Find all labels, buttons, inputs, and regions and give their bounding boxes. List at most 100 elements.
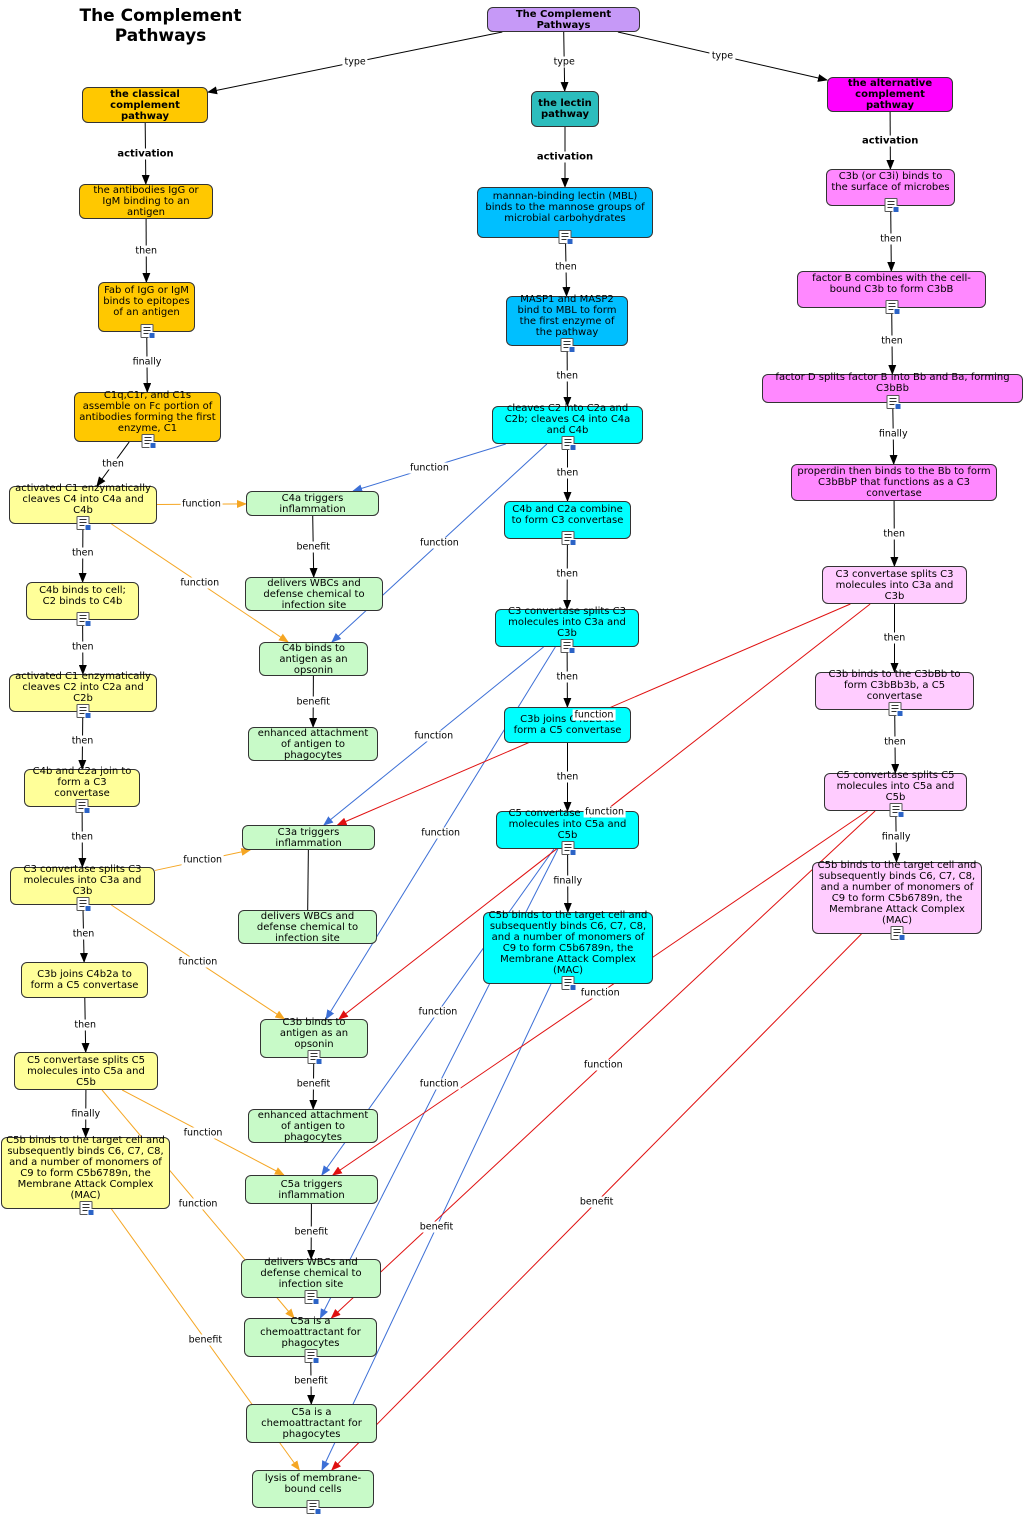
- document-icon[interactable]: [886, 395, 901, 410]
- edge-label: function: [176, 1198, 220, 1210]
- edge-label: type: [709, 50, 736, 62]
- node-g4[interactable]: enhanced attachment of antigen to phagoc…: [248, 727, 378, 761]
- node-cy5[interactable]: C3 convertase splits C3 molecules into C…: [10, 864, 155, 912]
- edge-label: function: [181, 854, 225, 866]
- node-label: the classical complement pathway: [110, 88, 180, 122]
- document-icon[interactable]: [560, 639, 576, 654]
- node-g3[interactable]: C4b binds to antigen as an opsonin: [259, 642, 368, 676]
- node-g7[interactable]: C3b binds to antigen as an opsonin: [260, 1016, 368, 1065]
- node-q4[interactable]: C5b binds to the target cell and subsequ…: [812, 860, 982, 941]
- node-cy8[interactable]: C5b binds to the target cell and subsequ…: [1, 1135, 170, 1216]
- document-icon[interactable]: [76, 704, 92, 719]
- node-g8[interactable]: enhanced attachment of antigen to phagoc…: [248, 1109, 378, 1143]
- node-g12[interactable]: C5a is a chemoattractant for phagocytes: [246, 1404, 377, 1443]
- document-icon[interactable]: [885, 300, 900, 315]
- document-icon[interactable]: [304, 1290, 320, 1305]
- node-alt[interactable]: the alternative complement pathway: [827, 77, 953, 112]
- document-icon[interactable]: [884, 198, 899, 213]
- node-cl3[interactable]: C1q,C1r, and C1s assemble on Fc portion …: [74, 389, 221, 449]
- node-label: C5 convertase splits C5 molecules into C…: [26, 1054, 146, 1088]
- edge-label: function: [583, 806, 626, 817]
- node-t2[interactable]: C4b and C2a combine to form C3 convertas…: [504, 501, 631, 546]
- node-label: delivers WBCs and defense chemical to in…: [260, 1256, 362, 1290]
- document-icon[interactable]: [141, 434, 156, 449]
- node-t3[interactable]: C3 convertase splits C3 molecules into C…: [495, 606, 639, 654]
- node-q2[interactable]: C3b binds to the C3bBb to form C3bBb3b, …: [815, 669, 974, 717]
- edge-label: finally: [130, 356, 164, 368]
- node-label: C5a is a chemoattractant for phagocytes: [261, 1407, 362, 1440]
- node-label: C3b joins C4b2a to form a C5 convertase: [513, 714, 622, 736]
- node-g9[interactable]: C5a triggers inflammation: [245, 1175, 378, 1204]
- document-icon[interactable]: [560, 338, 576, 353]
- node-lectin[interactable]: the lectin pathway: [531, 91, 599, 127]
- node-q3[interactable]: C5 convertase splits C5 molecules into C…: [824, 770, 967, 818]
- node-g6[interactable]: delivers WBCs and defense chemical to in…: [238, 910, 377, 944]
- document-icon[interactable]: [76, 897, 91, 912]
- node-cy6[interactable]: C3b joins C4b2a to form a C5 convertase: [21, 962, 148, 998]
- edge-label: then: [69, 547, 96, 559]
- node-g1[interactable]: C4a triggers inflammation: [246, 491, 379, 516]
- node-cy7[interactable]: C5 convertase splits C5 molecules into C…: [14, 1052, 158, 1090]
- document-icon[interactable]: [890, 926, 906, 941]
- document-icon[interactable]: [76, 516, 92, 531]
- node-root[interactable]: The Complement Pathways: [487, 7, 640, 32]
- document-icon[interactable]: [79, 1201, 94, 1216]
- node-t1[interactable]: cleaves C2 into C2a and C2b; cleaves C4 …: [492, 403, 643, 451]
- node-p4[interactable]: properdin then binds to the Bb to form C…: [791, 464, 997, 501]
- node-g2[interactable]: delivers WBCs and defense chemical to in…: [245, 577, 383, 611]
- node-t6[interactable]: C5b binds to the target cell and subsequ…: [483, 910, 653, 991]
- edge-label: function: [180, 498, 223, 510]
- node-label: C3 convertase splits C3 molecules into C…: [23, 864, 142, 897]
- node-label: C4b binds to cell; C2 binds to C4b: [39, 584, 126, 607]
- document-icon[interactable]: [306, 1500, 322, 1515]
- document-icon[interactable]: [889, 803, 904, 818]
- document-icon[interactable]: [304, 1349, 319, 1364]
- node-cy2[interactable]: C4b binds to cell; C2 binds to C4b: [26, 582, 139, 627]
- node-cy3[interactable]: activated C1 enzymatically cleaves C2 in…: [9, 671, 157, 719]
- node-label: mannan-binding lectin (MBL) binds to the…: [485, 190, 645, 224]
- node-cl2[interactable]: Fab of IgG or IgM binds to epitopes of a…: [98, 282, 195, 339]
- node-classical[interactable]: the classical complement pathway: [82, 87, 208, 123]
- node-g5[interactable]: C3a triggers inflammation: [242, 825, 375, 850]
- node-cy4[interactable]: C4b and C2a join to form a C3 convertase: [24, 766, 140, 814]
- node-t5[interactable]: C5 convertase splits C5 molecules into C…: [496, 808, 639, 856]
- document-icon[interactable]: [76, 612, 91, 627]
- document-icon[interactable]: [561, 841, 576, 856]
- document-icon[interactable]: [140, 324, 155, 339]
- diagram-title: The Complement Pathways: [79, 6, 242, 46]
- node-p2[interactable]: factor B combines with the cell-bound C3…: [797, 271, 986, 315]
- node-q1[interactable]: C3 convertase splits C3 molecules into C…: [822, 566, 967, 604]
- node-label: C3b binds to antigen as an opsonin: [279, 1016, 349, 1050]
- node-label: Fab of IgG or IgM binds to epitopes of a…: [103, 285, 190, 318]
- node-g10[interactable]: delivers WBCs and defense chemical to in…: [241, 1256, 381, 1305]
- document-icon[interactable]: [561, 976, 577, 991]
- document-icon[interactable]: [75, 799, 91, 814]
- node-g13[interactable]: lysis of membrane-bound cells: [252, 1470, 374, 1515]
- document-icon[interactable]: [558, 230, 574, 245]
- document-icon[interactable]: [888, 702, 903, 717]
- node-label: C3b joins C4b2a to form a C5 convertase: [30, 969, 139, 991]
- document-icon[interactable]: [561, 436, 576, 451]
- node-b1[interactable]: mannan-binding lectin (MBL) binds to the…: [477, 187, 653, 245]
- node-p3[interactable]: factor D splits factor B into Bb and Ba,…: [762, 372, 1023, 410]
- document-icon[interactable]: [561, 531, 576, 546]
- edge-label: type: [551, 56, 577, 67]
- node-b2[interactable]: MASP1 and MASP2 bind to MBL to form the …: [506, 294, 628, 353]
- edge-label: function: [176, 956, 220, 968]
- edge-label: activation: [534, 151, 596, 163]
- node-label: cleaves C2 into C2a and C2b; cleaves C4 …: [504, 403, 631, 436]
- edge-label: function: [178, 577, 222, 589]
- node-cy1[interactable]: activated C1 enzymatically cleaves C4 in…: [9, 483, 157, 531]
- node-label: the lectin pathway: [538, 98, 592, 120]
- node-cl1[interactable]: the antibodies IgG or IgM binding to an …: [79, 184, 213, 219]
- edge-label: then: [69, 641, 96, 653]
- node-g11[interactable]: C5a is a chemoattractant for phagocytes: [244, 1315, 377, 1364]
- edge-label: activation: [860, 135, 921, 146]
- edge-label: then: [554, 467, 581, 478]
- node-label: C5a is a chemoattractant for phagocytes: [260, 1315, 361, 1349]
- edge-label: finally: [551, 875, 585, 886]
- node-label: C1q,C1r, and C1s assemble on Fc portion …: [79, 389, 216, 434]
- node-p1[interactable]: C3b (or C3i) binds to the surface of mic…: [826, 169, 955, 213]
- document-icon[interactable]: [307, 1050, 323, 1065]
- node-label: C3b binds to the C3bBb to form C3bBb3b, …: [828, 669, 961, 702]
